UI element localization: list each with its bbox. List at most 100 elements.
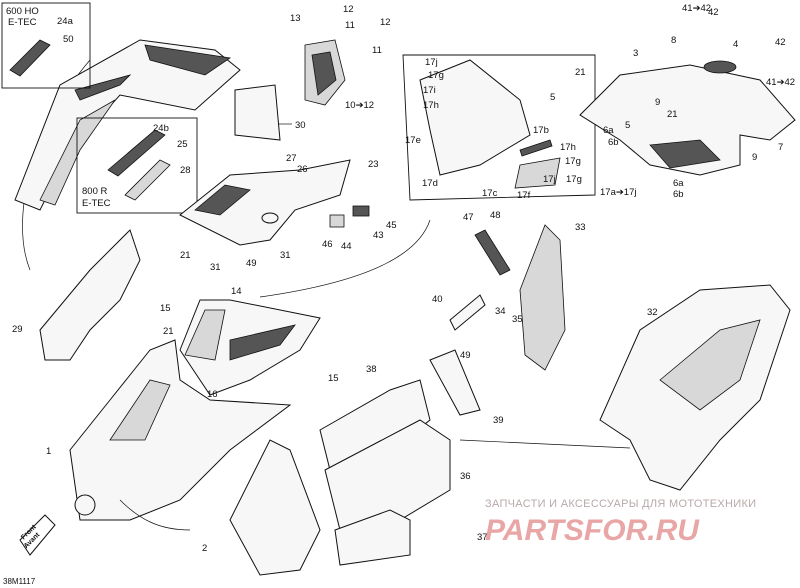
variant-600ho-line2: E-TEC (8, 17, 37, 28)
latch-43[interactable] (352, 205, 370, 217)
label-15a: 15 (160, 303, 171, 314)
label-39: 39 (493, 415, 504, 426)
label-31b: 31 (280, 250, 291, 261)
label-42b: 42 (775, 37, 786, 48)
label-24a: 24a (57, 16, 74, 27)
label-43: 43 (373, 230, 384, 241)
label-32: 32 (647, 307, 658, 318)
label-31a: 31 (210, 262, 221, 273)
label-13: 13 (290, 13, 301, 24)
label-3: 3 (633, 48, 638, 59)
label-47: 47 (463, 212, 474, 223)
label-17h2: 17h (560, 142, 576, 153)
label-27: 27 (286, 153, 297, 164)
label-8: 8 (671, 35, 676, 46)
side-panel-29[interactable] (39, 229, 141, 361)
label-49b: 49 (460, 350, 471, 361)
label-38: 38 (366, 364, 377, 375)
label-17h: 17h (423, 100, 439, 111)
label-41b: 41➔42 (766, 77, 795, 88)
vent-25[interactable] (124, 159, 171, 201)
label-1: 1 (46, 446, 51, 457)
label-35: 35 (512, 314, 523, 325)
watermark-brand: PARTSFOR.RU (485, 514, 700, 547)
trim-39[interactable] (429, 349, 481, 416)
label-6a2: 6a (673, 178, 684, 189)
label-17g-lower: 17g (566, 174, 582, 185)
label-48: 48 (490, 210, 501, 221)
label-30: 30 (295, 120, 306, 131)
lower-panel-2[interactable] (229, 439, 321, 576)
watermark-tagline: ЗАПЧАСТИ И АКСЕССУАРЫ ДЛЯ МОТОТЕХНИКИ (485, 498, 756, 510)
label-17g2: 17g (565, 156, 581, 167)
label-21c: 21 (667, 109, 678, 120)
lower-panel-23[interactable] (179, 159, 351, 246)
label-44: 44 (341, 241, 352, 252)
label-15b: 15 (328, 373, 339, 384)
panel-37[interactable] (334, 509, 411, 566)
label-17f: 17f (517, 190, 531, 201)
variant-800r-line1: 800 R (82, 186, 107, 197)
label-17d: 17d (422, 178, 438, 189)
label-17c: 17c (482, 188, 498, 199)
panel-30[interactable] (234, 84, 281, 141)
label-33: 33 (575, 222, 586, 233)
arrow-to-32 (459, 439, 631, 449)
label-6b2: 6b (673, 189, 684, 200)
label-49a: 49 (246, 258, 257, 269)
windshield-17c[interactable] (419, 59, 531, 176)
label-17i: 17i (423, 85, 436, 96)
label-26: 26 (297, 164, 308, 175)
label-2: 2 (202, 543, 207, 554)
label-17e: 17e (405, 135, 421, 146)
label-21d: 21 (163, 326, 174, 337)
label-28: 28 (180, 165, 191, 176)
label-9b: 9 (752, 152, 757, 163)
arrow-front (119, 499, 191, 531)
strap-47[interactable] (474, 229, 511, 276)
variant-box-800r: 800 R E-TEC 24b 25 28 (76, 117, 198, 214)
side-panel-32[interactable] (599, 284, 791, 491)
label-14: 14 (231, 286, 242, 297)
label-17g: 17g (428, 70, 444, 81)
label-11b: 11 (372, 45, 382, 56)
label-40: 40 (432, 294, 443, 305)
wedge-40[interactable] (449, 294, 486, 331)
bracket-33[interactable] (519, 224, 566, 371)
decal-24a[interactable] (9, 39, 51, 77)
label-11a: 11 (345, 20, 355, 31)
variant-box-600ho: 600 HO E-TEC 24a 50 (1, 2, 91, 89)
label-17j: 17j (425, 57, 438, 68)
label-25: 25 (177, 139, 188, 150)
label-12b: 12 (380, 17, 391, 28)
label-36: 36 (460, 471, 471, 482)
label-7: 7 (778, 142, 783, 153)
nose-panel-1[interactable] (69, 339, 292, 521)
label-34: 34 (495, 306, 506, 317)
fuel-tank-3[interactable] (579, 60, 796, 176)
label-46: 46 (322, 239, 333, 250)
front-direction-badge: Front Avant (19, 514, 56, 556)
clip-44[interactable] (329, 214, 345, 228)
label-9a: 9 (655, 97, 660, 108)
label-29: 29 (12, 324, 23, 335)
label-41a: 41➔42 (682, 3, 711, 14)
bracket-14[interactable] (179, 299, 321, 396)
label-4: 4 (733, 39, 738, 50)
label-5b: 5 (625, 120, 630, 131)
label-17a-17j: 17a➔17j (600, 187, 637, 198)
side-panel-22[interactable] (14, 39, 241, 211)
label-10-12: 10➔12 (345, 100, 374, 111)
document-code: 38M1117 (3, 577, 36, 586)
deflector-17f[interactable] (514, 157, 561, 189)
bracket-17b[interactable] (519, 139, 553, 157)
label-21a: 21 (180, 250, 191, 261)
bracket-10-12[interactable] (304, 39, 346, 106)
label-17j2: 17j (543, 174, 556, 185)
label-6a: 6a (603, 125, 614, 136)
decal-24b[interactable] (107, 129, 166, 177)
variant-600ho-line1: 600 HO (6, 6, 39, 17)
label-5a: 5 (550, 92, 555, 103)
label-42a: 42 (708, 7, 719, 18)
